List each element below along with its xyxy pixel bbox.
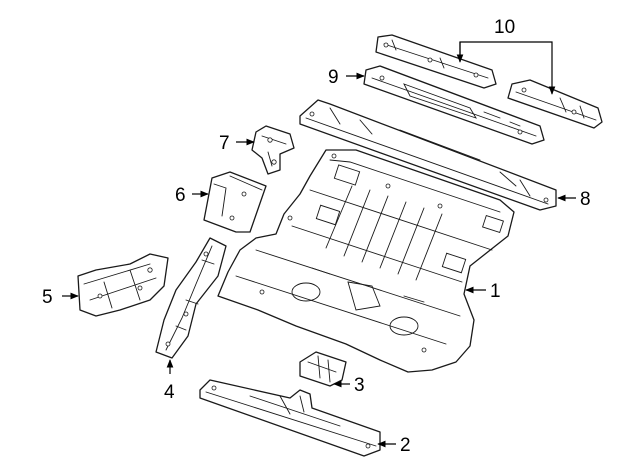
reinforcement-bracket-upper <box>375 34 497 89</box>
floor-pan <box>217 149 515 373</box>
rear-sill-crossmember <box>199 379 381 457</box>
center-crossmember <box>363 65 545 145</box>
callout-5: 5 <box>42 287 53 308</box>
front-crossmember <box>299 99 557 211</box>
callout-10: 10 <box>494 17 515 38</box>
callouts: 1 2 3 4 5 6 7 8 9 10 <box>42 17 591 456</box>
callout-6: 6 <box>175 185 186 206</box>
reinforcement-bracket-lower <box>507 79 603 129</box>
wheelhouse-extension <box>77 253 169 317</box>
callout-9: 9 <box>328 67 339 88</box>
callout-2: 2 <box>400 435 411 456</box>
leader-lines <box>62 41 576 448</box>
upper-bracket <box>251 125 295 175</box>
corner-bracket <box>203 171 267 233</box>
small-bracket <box>299 351 347 387</box>
callout-3: 3 <box>354 375 365 396</box>
callout-4: 4 <box>164 382 175 403</box>
callout-1: 1 <box>490 281 501 302</box>
callout-7: 7 <box>219 133 230 154</box>
callout-8: 8 <box>580 189 591 210</box>
side-rail-left <box>155 237 227 359</box>
